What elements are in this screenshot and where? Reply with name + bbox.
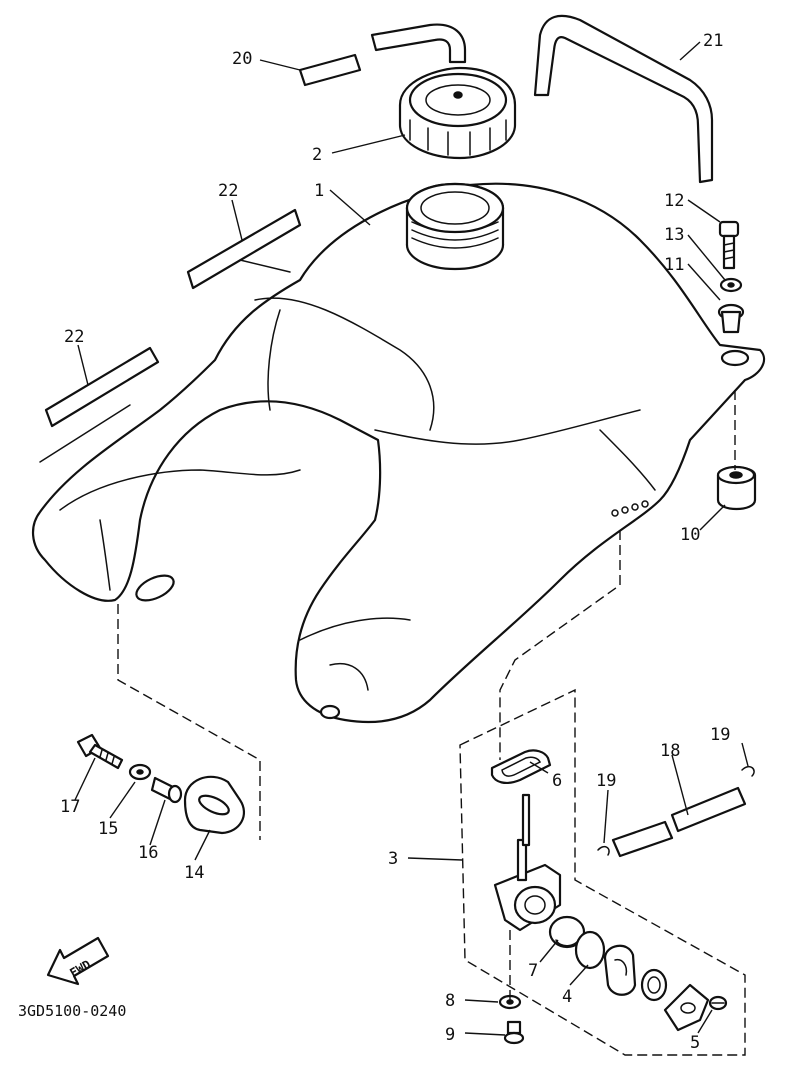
- callout-21: 21: [703, 31, 723, 51]
- gasket-6: [490, 749, 552, 784]
- diagram-code: 3GD5100-0240: [18, 1002, 126, 1020]
- callout-2: 2: [312, 145, 322, 165]
- protector-lower: [39, 346, 160, 463]
- protector-upper: [186, 208, 302, 290]
- fuel-tank: [32, 182, 766, 724]
- callout-7: 7: [528, 961, 538, 981]
- collar-16: [150, 776, 183, 804]
- assembly-lines: [117, 390, 746, 1056]
- callout-14: 14: [184, 863, 204, 883]
- washer-15: [128, 763, 152, 781]
- callout-1: 1: [314, 181, 324, 201]
- callout-20: 20: [232, 49, 252, 69]
- callout-17: 17: [60, 797, 80, 817]
- callout-8: 8: [445, 991, 455, 1011]
- diaphragm: [603, 944, 668, 1002]
- callout-10: 10: [680, 525, 700, 545]
- callout-labels: 1 2 3 4 5 6 7 8 9 10 11 12 13 14 15 16 1…: [60, 31, 730, 1053]
- callout-15: 15: [98, 819, 118, 839]
- damper-10: [716, 465, 757, 511]
- screw-5: [708, 995, 728, 1011]
- fuel-hose-18: [611, 786, 747, 858]
- leader-lines: [74, 41, 749, 1036]
- callout-19b: 19: [710, 725, 730, 745]
- fuel-cap: [398, 66, 517, 160]
- clips-19: [597, 765, 755, 856]
- bolt-17: [76, 733, 124, 770]
- tank-band: [533, 14, 714, 184]
- cover-plate: [663, 983, 710, 1032]
- collar-11: [717, 303, 745, 334]
- callout-13: 13: [664, 225, 684, 245]
- callout-3: 3: [388, 849, 398, 869]
- callout-22b: 22: [64, 327, 84, 347]
- callout-18: 18: [660, 741, 680, 761]
- fuel-cock: [493, 793, 562, 932]
- callout-4: 4: [562, 987, 572, 1007]
- callout-19a: 19: [596, 771, 616, 791]
- washer-13: [719, 277, 743, 293]
- o-ring-4: [574, 930, 606, 970]
- bolt-12: [718, 220, 740, 270]
- callout-6: 6: [552, 771, 562, 791]
- callout-22a: 22: [218, 181, 238, 201]
- fwd-arrow: FWD: [46, 936, 110, 986]
- screw-9: [503, 1020, 525, 1045]
- damper-14: [183, 775, 246, 835]
- vent-hose: [298, 23, 467, 87]
- callout-5: 5: [690, 1033, 700, 1053]
- callout-12: 12: [664, 191, 684, 211]
- callout-11: 11: [664, 255, 684, 275]
- callout-9: 9: [445, 1025, 455, 1045]
- callout-16: 16: [138, 843, 158, 863]
